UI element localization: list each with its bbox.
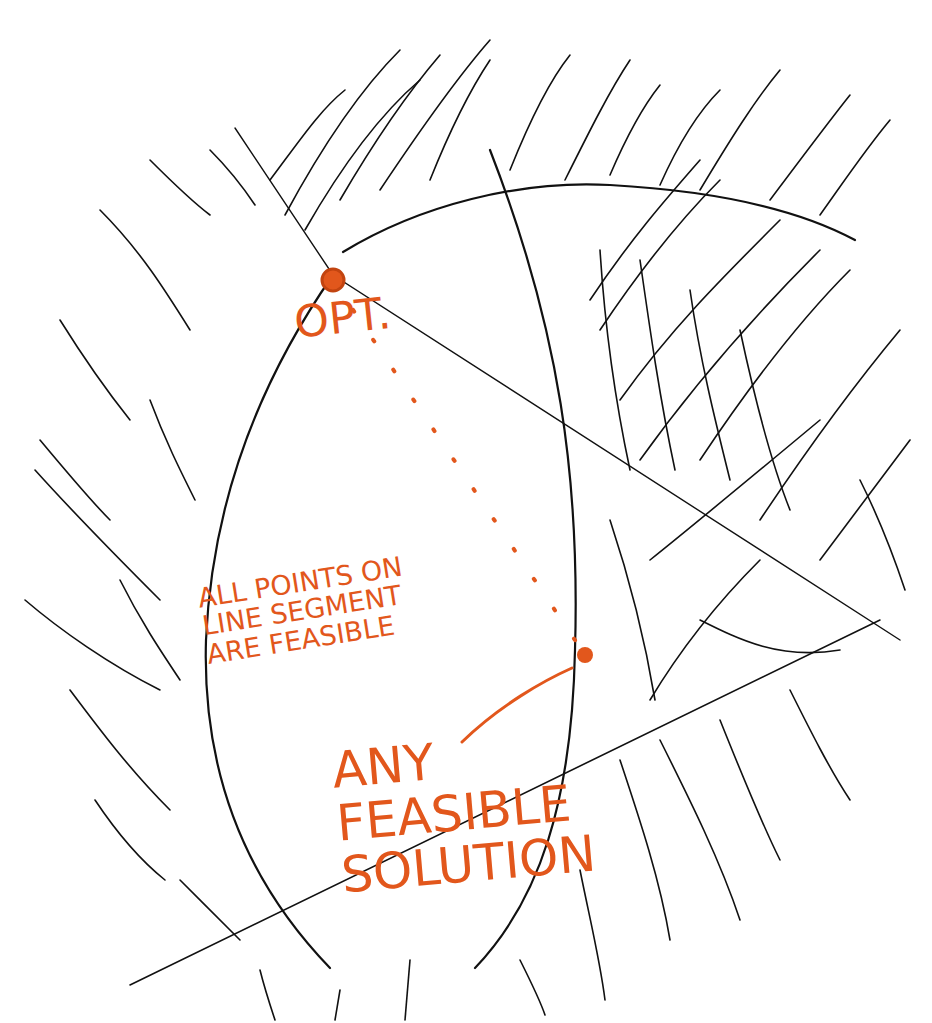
constraint-line <box>130 620 880 985</box>
region-top-boundary <box>343 184 855 252</box>
annotation-note: ALL POINTS ON LINE SEGMENT ARE FEASIBLE <box>196 549 438 669</box>
hatching <box>25 40 910 1020</box>
optimum-point <box>322 269 344 291</box>
pointer-stroke <box>462 668 572 742</box>
constraint-lines <box>130 128 900 985</box>
feasible-point <box>577 647 593 663</box>
solution-points <box>322 269 593 742</box>
point-label: OPT. <box>292 290 393 346</box>
point-label: ANY FEASIBLE SOLUTION <box>330 723 598 902</box>
